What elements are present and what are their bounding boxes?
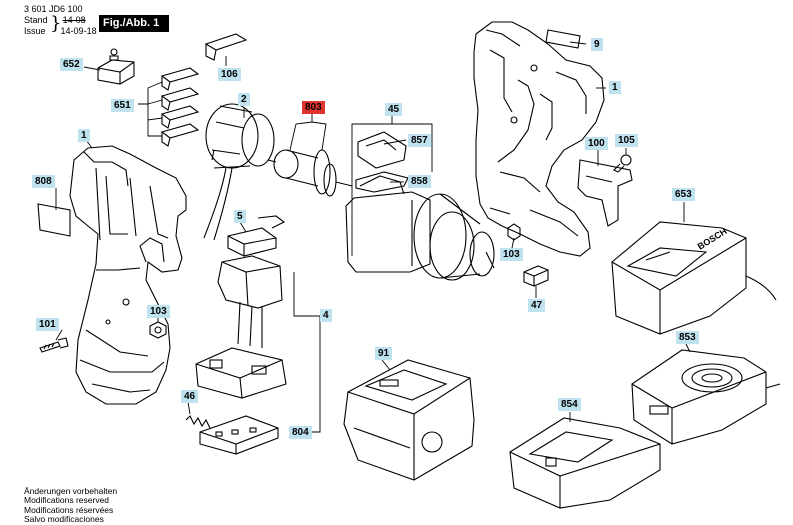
callout-858[interactable]: 858	[408, 175, 431, 188]
sticker-808	[37, 203, 71, 237]
stand-label: Stand	[24, 15, 48, 25]
footer-line-de: Änderungen vorbehalten	[24, 486, 118, 496]
callout-103-right[interactable]: 103	[500, 248, 523, 261]
switch-5	[227, 215, 286, 257]
callout-105[interactable]: 105	[615, 134, 638, 147]
contact-plate-804	[199, 415, 279, 455]
motor-stator-2	[203, 103, 275, 241]
slide-switch-858	[355, 171, 409, 193]
callout-808[interactable]: 808	[32, 175, 55, 188]
gearbox-chuck-45	[345, 175, 495, 281]
contact-strip-651-3	[160, 105, 200, 129]
callout-9[interactable]: 9	[591, 38, 603, 51]
footer-line-en: Modifications reserved	[24, 495, 110, 506]
charger-853	[631, 349, 781, 445]
brand-text: BOSCH	[696, 226, 729, 252]
right-housing-shell	[473, 21, 605, 257]
issue-label: Issue	[24, 26, 46, 36]
callout-854[interactable]: 854	[558, 398, 581, 411]
electronics-module-4	[195, 255, 287, 399]
callout-1-right[interactable]: 1	[609, 81, 621, 94]
callout-91[interactable]: 91	[375, 347, 393, 360]
stand-row: Stand 14-08	[24, 15, 97, 26]
footer-notes: Änderungen vorbehalten Modifications res…	[24, 486, 118, 524]
callout-103-left[interactable]: 103	[147, 305, 170, 318]
nut-103-left	[149, 321, 167, 339]
callout-106[interactable]: 106	[218, 68, 241, 81]
callout-651[interactable]: 651	[111, 99, 134, 112]
callout-47[interactable]: 47	[528, 299, 546, 312]
contact-strip-651-4	[160, 123, 200, 147]
header-brace: }	[50, 13, 62, 34]
callout-45[interactable]: 45	[385, 103, 403, 116]
callout-653[interactable]: 653	[672, 188, 695, 201]
footer-line-fr: Modifications réservées	[24, 504, 114, 515]
label-9	[545, 29, 581, 49]
spring-46	[185, 415, 211, 429]
part-47	[523, 265, 549, 287]
issue-value: 14-09-18	[60, 26, 97, 36]
belt-clip-100	[577, 159, 633, 227]
callout-46[interactable]: 46	[181, 390, 199, 403]
callout-804[interactable]: 804	[289, 426, 312, 439]
callout-4[interactable]: 4	[320, 309, 332, 322]
callout-1-left[interactable]: 1	[78, 129, 90, 142]
figure-label: Fig./Abb. 1	[99, 15, 169, 32]
callout-101[interactable]: 101	[36, 318, 59, 331]
callout-5[interactable]: 5	[234, 210, 246, 223]
contact-strip-106	[204, 33, 248, 61]
footer-line-es: Salvo modificaciones	[24, 513, 104, 524]
leader-lines	[55, 41, 691, 433]
issue-row: Issue 14-09-18	[24, 26, 97, 37]
left-housing-shell	[69, 145, 187, 405]
contact-strip-651-1	[160, 67, 200, 91]
callout-857[interactable]: 857	[408, 134, 431, 147]
battery-pack-91	[343, 359, 475, 481]
callout-2[interactable]: 2	[238, 93, 250, 106]
doc-number: 3 601 JD6 100	[24, 4, 83, 14]
adapter-854	[509, 417, 661, 509]
document-header: 3 601 JD6 100 Stand 14-08 Issue 14-09-18	[24, 4, 97, 37]
callout-100[interactable]: 100	[585, 137, 608, 150]
armature-803	[267, 149, 353, 197]
nut-103-right	[507, 223, 521, 241]
callout-853[interactable]: 853	[676, 331, 699, 344]
stand-value: 14-08	[62, 15, 86, 25]
slide-switch-857	[357, 131, 407, 169]
contact-strip-651-2	[160, 87, 200, 111]
screw-101	[39, 337, 69, 353]
charger-653	[611, 221, 777, 335]
callout-803[interactable]: 803	[302, 101, 325, 114]
clip-652	[97, 48, 135, 85]
callout-652[interactable]: 652	[60, 58, 83, 71]
